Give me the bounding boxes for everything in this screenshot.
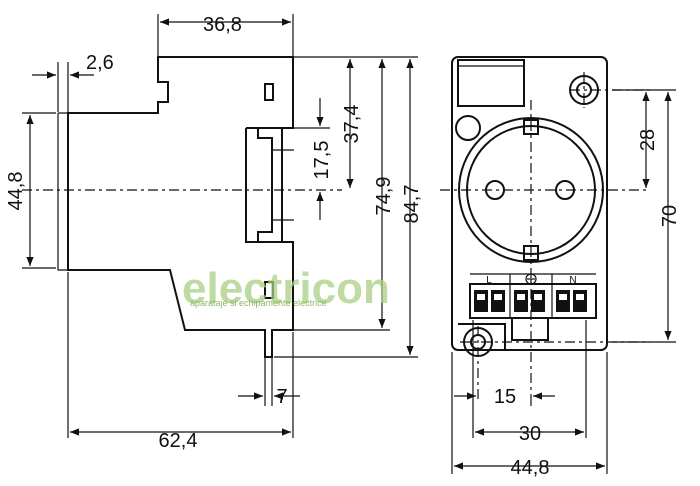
terminal-pe xyxy=(514,290,545,312)
watermark-brand: electricon xyxy=(182,264,390,313)
watermark-tagline: aparataje si echipamente electrice xyxy=(190,298,327,308)
ground-clip-top xyxy=(523,119,539,135)
dim-depth: 62,4 xyxy=(159,430,198,452)
dim-terminal-30: 30 xyxy=(519,423,541,445)
front-dimension-texts: 28 70 15 30 44,8 xyxy=(494,129,681,479)
front-extension-lines xyxy=(451,89,676,474)
din-rail-profile xyxy=(245,127,282,243)
dim-front-width: 44,8 xyxy=(511,457,550,479)
dim-hole-spacing: 70 xyxy=(659,205,681,227)
dim-hole-offset: 28 xyxy=(637,129,659,151)
side-dimension-texts: 36,8 2,6 44,8 62,4 7 17,5 37,4 74,9 84,7 xyxy=(5,14,423,452)
terminal-block: L N xyxy=(469,273,597,341)
front-dimension-lines xyxy=(454,92,672,470)
side-extension-lines xyxy=(22,14,418,438)
indicator-slot-lower xyxy=(264,281,274,299)
lower-mounting-hole xyxy=(458,323,506,357)
dim-height-749: 74,9 xyxy=(373,177,395,216)
dim-height-left: 44,8 xyxy=(5,172,27,211)
dim-rail-step: 7 xyxy=(276,386,287,408)
dim-offset: 2,6 xyxy=(86,52,114,74)
front-view: L N xyxy=(440,56,650,400)
dim-terminal-15: 15 xyxy=(494,386,516,408)
terminal-n xyxy=(556,290,587,312)
dim-height-847: 84,7 xyxy=(401,185,423,224)
side-view xyxy=(22,56,342,358)
label-tab xyxy=(457,59,525,107)
side-dimension-lines xyxy=(26,18,414,436)
dim-rail-height: 17,5 xyxy=(311,141,333,180)
ground-clip-bottom xyxy=(523,245,539,261)
dim-upper-height: 37,4 xyxy=(341,105,363,144)
side-view-outline xyxy=(67,56,294,358)
dim-top-width: 36,8 xyxy=(203,14,242,36)
terminal-l xyxy=(474,290,505,312)
indicator-led xyxy=(455,115,481,141)
terminal-label-n: N xyxy=(569,275,576,286)
watermark-logo: electricon aparataje si echipamente elec… xyxy=(182,264,390,313)
terminal-label-l: L xyxy=(486,275,492,286)
front-view-outline xyxy=(451,56,608,351)
indicator-slot-upper xyxy=(264,83,274,101)
